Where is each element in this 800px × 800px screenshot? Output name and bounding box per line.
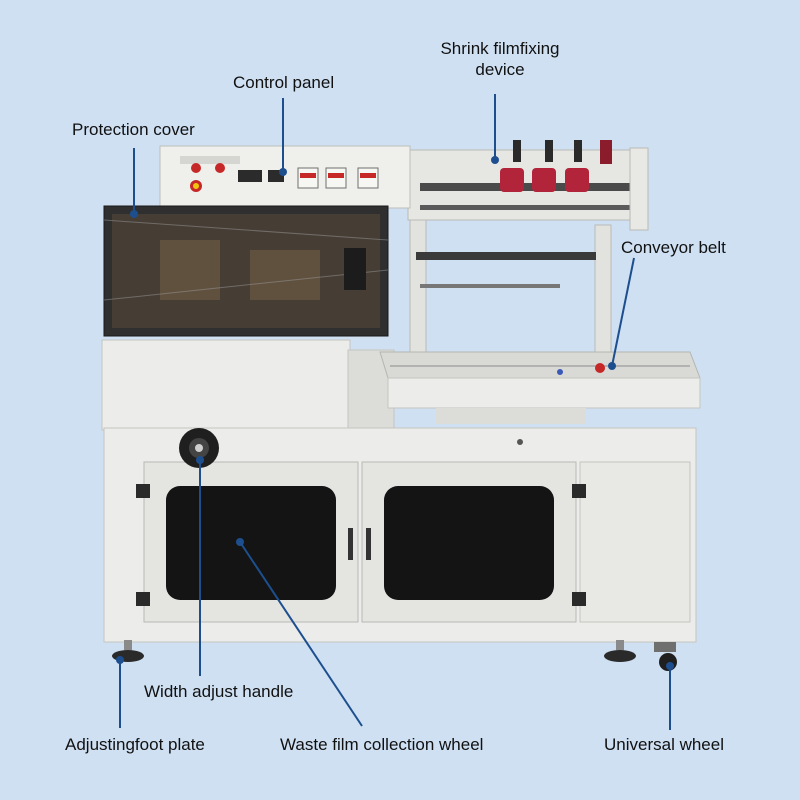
label-conveyor-belt: Conveyor belt [621,238,726,257]
label-shrink-film-line1: Shrink filmfixing [440,39,560,58]
upper-left-housing [101,339,351,431]
control-panel-box [159,145,411,209]
conveyor-table [379,351,701,424]
leader-dots [116,156,674,670]
protection-cover-hood [103,205,389,337]
handle-wheel [179,428,219,468]
leader-conveyor-belt [611,257,635,367]
label-shrink-film: Shrink filmfixing device [420,38,580,80]
label-universal-wheel: Universal wheel [604,735,724,754]
film-rollers [500,140,612,192]
leader-waste-film [239,541,363,727]
label-waste-film-wheel: Waste film collection wheel [280,735,484,754]
label-width-adjust-handle: Width adjust handle [144,682,294,701]
label-shrink-film-line2: device [475,60,525,79]
leader-lines [119,94,671,730]
label-control-panel: Control panel [233,73,335,92]
label-protection-cover: Protection cover [72,120,195,139]
label-adjusting-foot-plate: Adjustingfoot plate [65,735,205,754]
